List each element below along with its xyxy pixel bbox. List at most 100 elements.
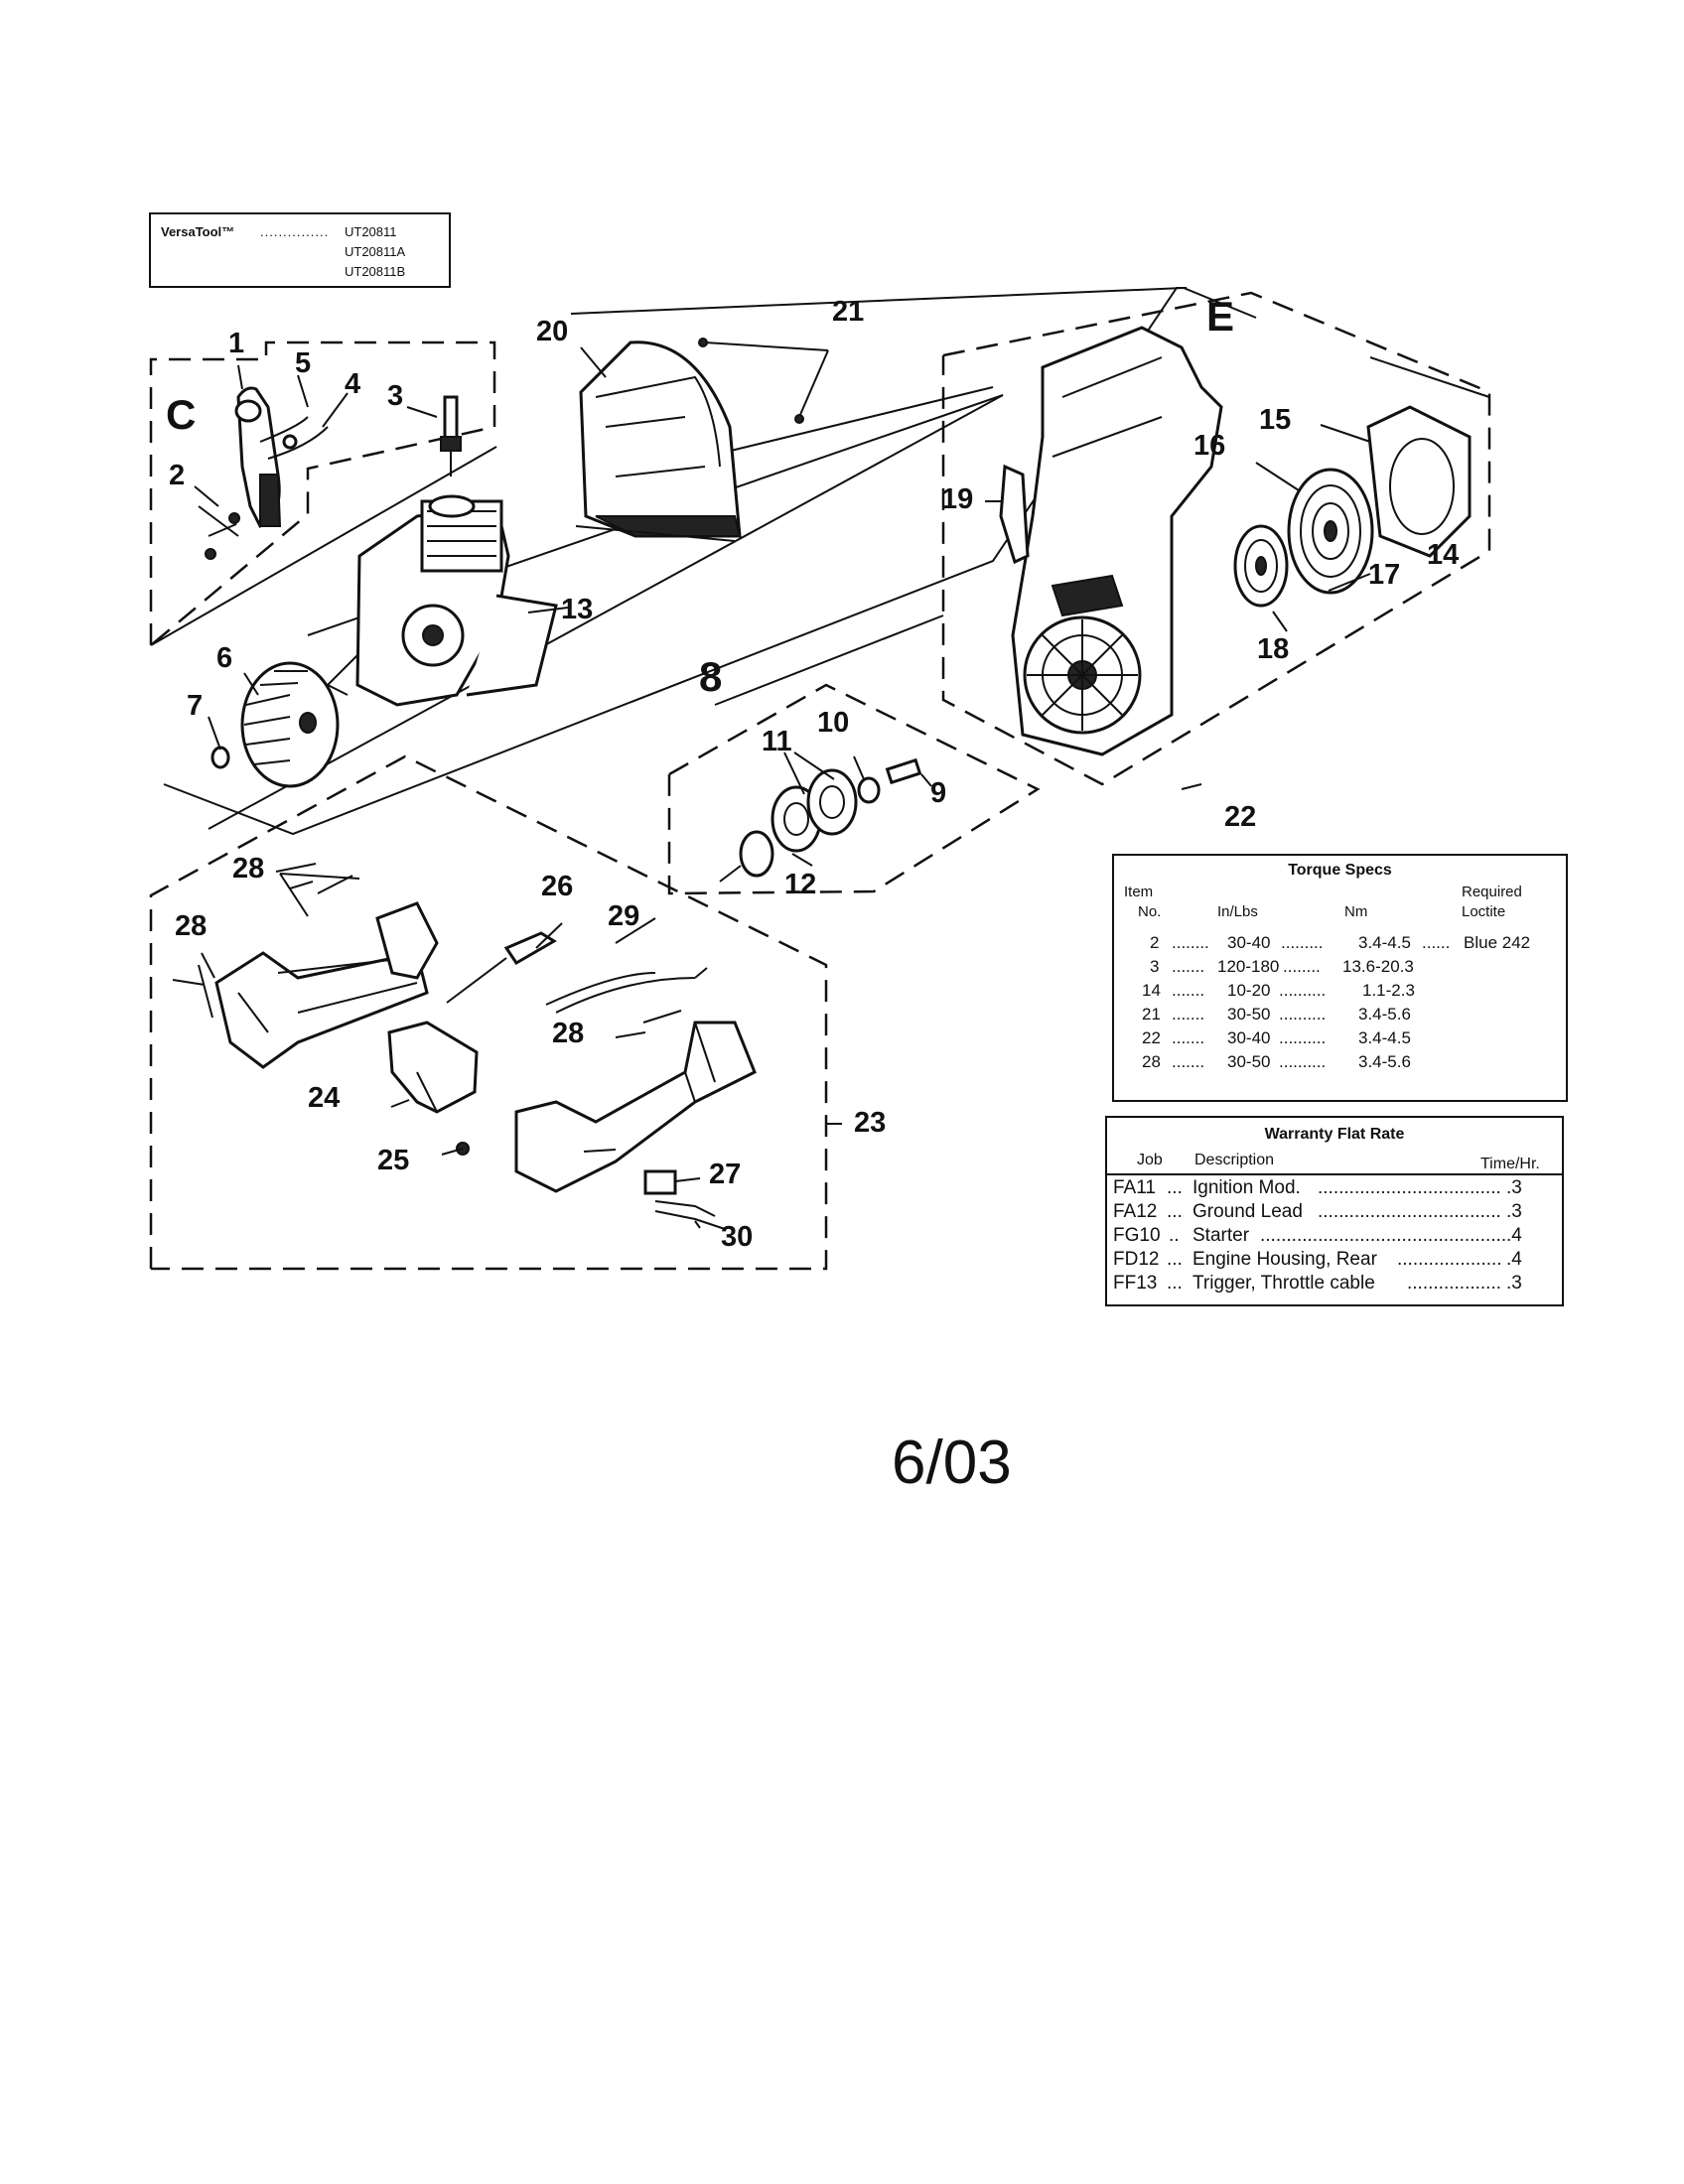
leader-dots: ................................... <box>1318 1177 1501 1198</box>
shaft-housing <box>514 1021 757 1193</box>
table-row: 21 ....... 30-50 .......... 3.4-5.6 <box>1114 1005 1566 1028</box>
group-label-c: C <box>166 391 196 438</box>
callout-6: 6 <box>216 642 232 674</box>
job-code: FA11 <box>1113 1177 1156 1198</box>
callout-28-top: 28 <box>232 853 264 885</box>
header-item: Item <box>1124 884 1154 900</box>
warranty-title: Warranty Flat Rate <box>1264 1126 1405 1143</box>
leader-dots: .................. <box>1407 1273 1502 1294</box>
inlbs-value: 30-40 <box>1227 1028 1271 1047</box>
callout-19: 19 <box>941 483 973 515</box>
grip-icon <box>446 931 557 1004</box>
divider <box>1107 1173 1562 1175</box>
header-time: Time/Hr. <box>1480 1156 1540 1172</box>
leader-dots: ............... <box>260 224 330 239</box>
leader-dots: ....... <box>1172 1028 1205 1047</box>
leader-dots: ........................................… <box>1260 1225 1507 1246</box>
model-number-box: VersaTool™ ............... UT20811 UT208… <box>149 212 451 288</box>
nm-value: 13.6-20.3 <box>1342 957 1414 976</box>
washer-icon <box>210 746 230 769</box>
leader-dots: ................................... <box>1318 1201 1501 1222</box>
callout-23: 23 <box>854 1107 886 1139</box>
callout-26: 26 <box>541 871 573 902</box>
leader-dots: .. <box>1169 1225 1180 1246</box>
inlbs-value: 30-50 <box>1227 1005 1271 1024</box>
screw-icon <box>794 414 804 424</box>
switch-icon <box>643 1169 726 1230</box>
callout-24: 24 <box>308 1082 340 1114</box>
callout-25: 25 <box>377 1145 409 1176</box>
item-no: 14 <box>1142 981 1161 1000</box>
leader-dots: .......... <box>1279 981 1327 1000</box>
group-label-8: 8 <box>699 653 722 700</box>
callout-30: 30 <box>721 1221 753 1253</box>
header-loctite: Loctite <box>1462 903 1506 920</box>
callout-14: 14 <box>1427 539 1459 571</box>
item-no: 28 <box>1142 1052 1161 1071</box>
table-row: FG10 .. Starter ........................… <box>1107 1225 1562 1249</box>
leader-dots: ........ <box>1172 933 1209 952</box>
header-item-no: No. <box>1138 903 1162 920</box>
nm-value: 3.4-5.6 <box>1358 1005 1411 1024</box>
callout-9: 9 <box>930 777 946 809</box>
inlbs-value: 10-20 <box>1227 981 1271 1000</box>
leader-dots: ... <box>1167 1177 1183 1198</box>
throttle-cable <box>545 967 708 1014</box>
screw-icon <box>1181 783 1202 790</box>
leader-dots: ... <box>1167 1201 1183 1222</box>
job-description: Engine Housing, Rear <box>1193 1249 1377 1270</box>
callout-28-mid: 28 <box>552 1018 584 1049</box>
inlbs-value: 30-40 <box>1227 933 1271 952</box>
screw-icon <box>198 505 240 560</box>
callout-21: 21 <box>832 296 864 328</box>
leader-dots: ....... <box>1172 1005 1205 1024</box>
callout-18: 18 <box>1257 633 1289 665</box>
job-code: FG10 <box>1113 1225 1161 1246</box>
job-code: FD12 <box>1113 1249 1160 1270</box>
table-row: FA12 ... Ground Lead ...................… <box>1107 1201 1562 1225</box>
job-description: Ground Lead <box>1193 1201 1303 1222</box>
time-hours: .3 <box>1506 1273 1522 1294</box>
engine-housing-rear <box>1011 326 1223 756</box>
callout-28-left: 28 <box>175 910 207 942</box>
warranty-flat-rate-table: Warranty Flat Rate Job Description Time/… <box>1105 1116 1564 1306</box>
fan-shroud <box>575 341 742 542</box>
leader-dots: ...... <box>1422 933 1451 952</box>
leader-dots: .................... <box>1397 1249 1502 1270</box>
table-row: 14 ....... 10-20 .......... 1.1-2.3 <box>1114 981 1566 1005</box>
table-row: 2 ........ 30-40 ......... 3.4-4.5 .....… <box>1114 933 1566 957</box>
item-no: 3 <box>1150 957 1160 976</box>
primer-bulb <box>999 464 1030 565</box>
table-row: FF13 ... Trigger, Throttle cable .......… <box>1107 1273 1562 1297</box>
job-description: Starter <box>1193 1225 1250 1246</box>
inlbs-value: 120-180 <box>1217 957 1280 976</box>
item-no: 21 <box>1142 1005 1161 1024</box>
header-required: Required <box>1462 884 1522 900</box>
group-e-boundary <box>941 291 1491 786</box>
table-row: FA11 ... Ignition Mod. .................… <box>1107 1177 1562 1201</box>
table-row: 22 ....... 30-40 .......... 3.4-4.5 <box>1114 1028 1566 1052</box>
group-8-boundary <box>667 683 1041 895</box>
date-code: 6/03 <box>892 1429 1012 1497</box>
leader-dots: ........ <box>1283 957 1321 976</box>
nm-value: 3.4-4.5 <box>1358 1028 1411 1047</box>
time-hours: .3 <box>1506 1177 1522 1198</box>
inlbs-value: 30-50 <box>1227 1052 1271 1071</box>
callout-15: 15 <box>1259 404 1291 436</box>
leader-dots: .......... <box>1279 1028 1327 1047</box>
time-hours: .4 <box>1506 1225 1522 1246</box>
item-no: 22 <box>1142 1028 1161 1047</box>
clutch-assembly <box>719 757 922 883</box>
loctite-value: Blue 242 <box>1464 933 1531 952</box>
callout-22: 22 <box>1224 801 1256 833</box>
table-row: 3 ....... 120-180 ........ 13.6-20.3 <box>1114 957 1566 981</box>
table-row: 28 ....... 30-50 .......... 3.4-5.6 <box>1114 1052 1566 1076</box>
brand-name: VersaTool™ <box>161 224 235 239</box>
callout-7: 7 <box>187 690 203 722</box>
model-number: UT20811 <box>345 224 397 239</box>
leader-dots: ....... <box>1172 957 1205 976</box>
job-description: Trigger, Throttle cable <box>1193 1273 1375 1294</box>
starter-pulley-icon <box>1233 524 1289 608</box>
header-description: Description <box>1194 1152 1275 1168</box>
